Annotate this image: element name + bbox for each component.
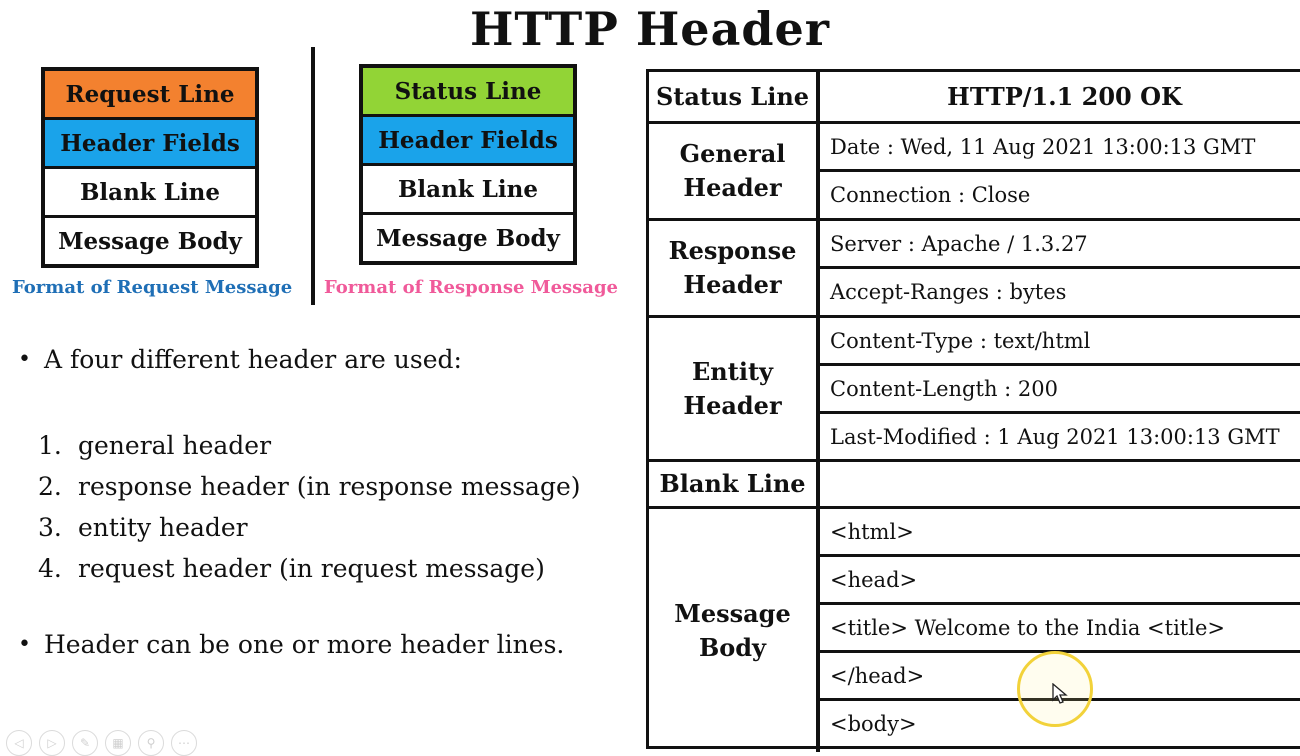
status-line-cell: Status Line bbox=[363, 68, 573, 117]
list-item: 4. request header (in request message) bbox=[38, 548, 581, 589]
list-text: general header bbox=[78, 431, 272, 460]
bullet-dot: • bbox=[18, 632, 31, 657]
format-divider bbox=[311, 47, 315, 305]
entity-header-content-length: Content-Length : 200 bbox=[820, 366, 1300, 414]
response-header-accept-ranges: Accept-Ranges : bytes bbox=[820, 269, 1300, 318]
list-text: response header (in response message) bbox=[78, 472, 581, 501]
message-body-cell: Message Body bbox=[58, 227, 242, 255]
request-format-caption: Format of Request Message bbox=[12, 277, 293, 298]
response-format-box: Status Line Header Fields Blank Line Mes… bbox=[359, 64, 577, 265]
next-icon[interactable]: ▷ bbox=[39, 730, 65, 756]
status-line-label: Status Line bbox=[649, 72, 820, 124]
bullet-last: • Header can be one or more header lines… bbox=[18, 630, 564, 659]
list-item: 1. general header bbox=[38, 425, 581, 466]
message-body-head: <head> bbox=[820, 557, 1300, 605]
http-response-table: Status Line HTTP/1.1 200 OK General Head… bbox=[646, 69, 1300, 752]
bullet-text: Header can be one or more header lines. bbox=[44, 630, 565, 659]
entity-header-last-modified: Last-Modified : 1 Aug 2021 13:00:13 GMT bbox=[820, 414, 1300, 462]
header-types-list: 1. general header 2. response header (in… bbox=[38, 425, 581, 589]
response-header-label: Response Header bbox=[649, 221, 820, 318]
header-fields-cell: Header Fields bbox=[363, 117, 573, 166]
blank-line-cell: Blank Line bbox=[45, 169, 255, 218]
status-line-value: HTTP/1.1 200 OK bbox=[820, 72, 1300, 124]
list-number: 2. bbox=[38, 472, 62, 501]
pen-icon[interactable]: ✎ bbox=[72, 730, 98, 756]
response-format-caption: Format of Response Message bbox=[324, 277, 619, 298]
message-body-title: <title> Welcome to the India <title> bbox=[820, 605, 1300, 653]
more-icon[interactable]: ⋯ bbox=[171, 730, 197, 756]
message-body-body: <body> bbox=[830, 711, 917, 736]
blank-line-value bbox=[820, 462, 1300, 509]
message-body-cell: Message Body bbox=[376, 224, 560, 252]
entity-header-content-type: Content-Type : text/html bbox=[820, 318, 1300, 366]
message-body-html: <html> bbox=[820, 509, 1300, 557]
message-body-label: Message Body bbox=[649, 509, 820, 752]
request-format-box: Request Line Header Fields Blank Line Me… bbox=[41, 67, 259, 268]
entity-header-label: Entity Header bbox=[649, 318, 820, 462]
list-number: 4. bbox=[38, 554, 62, 583]
general-header-label: General Header bbox=[649, 124, 820, 221]
bullet-first: • A four different header are used: bbox=[18, 345, 462, 374]
list-number: 1. bbox=[38, 431, 62, 460]
blank-line-label: Blank Line bbox=[649, 462, 820, 509]
list-number: 3. bbox=[38, 513, 62, 542]
mouse-pointer-icon bbox=[1052, 683, 1068, 704]
response-header-server: Server : Apache / 1.3.27 bbox=[820, 221, 1300, 269]
list-text: entity header bbox=[78, 513, 248, 542]
request-line-cell: Request Line bbox=[45, 71, 255, 120]
zoom-icon[interactable]: ⚲ bbox=[138, 730, 164, 756]
page-title: HTTP Header bbox=[469, 2, 831, 56]
presentation-toolbar: ◁ ▷ ✎ ▦ ⚲ ⋯ bbox=[6, 730, 197, 756]
general-header-date: Date : Wed, 11 Aug 2021 13:00:13 GMT bbox=[820, 124, 1300, 172]
header-fields-cell: Header Fields bbox=[45, 120, 255, 169]
list-item: 3. entity header bbox=[38, 507, 581, 548]
list-text: request header (in request message) bbox=[78, 554, 545, 583]
list-item: 2. response header (in response message) bbox=[38, 466, 581, 507]
general-header-connection: Connection : Close bbox=[820, 172, 1300, 221]
slides-icon[interactable]: ▦ bbox=[105, 730, 131, 756]
bullet-dot: • bbox=[18, 347, 31, 372]
bullet-text: A four different header are used: bbox=[44, 345, 462, 374]
previous-icon[interactable]: ◁ bbox=[6, 730, 32, 756]
blank-line-cell: Blank Line bbox=[363, 166, 573, 215]
